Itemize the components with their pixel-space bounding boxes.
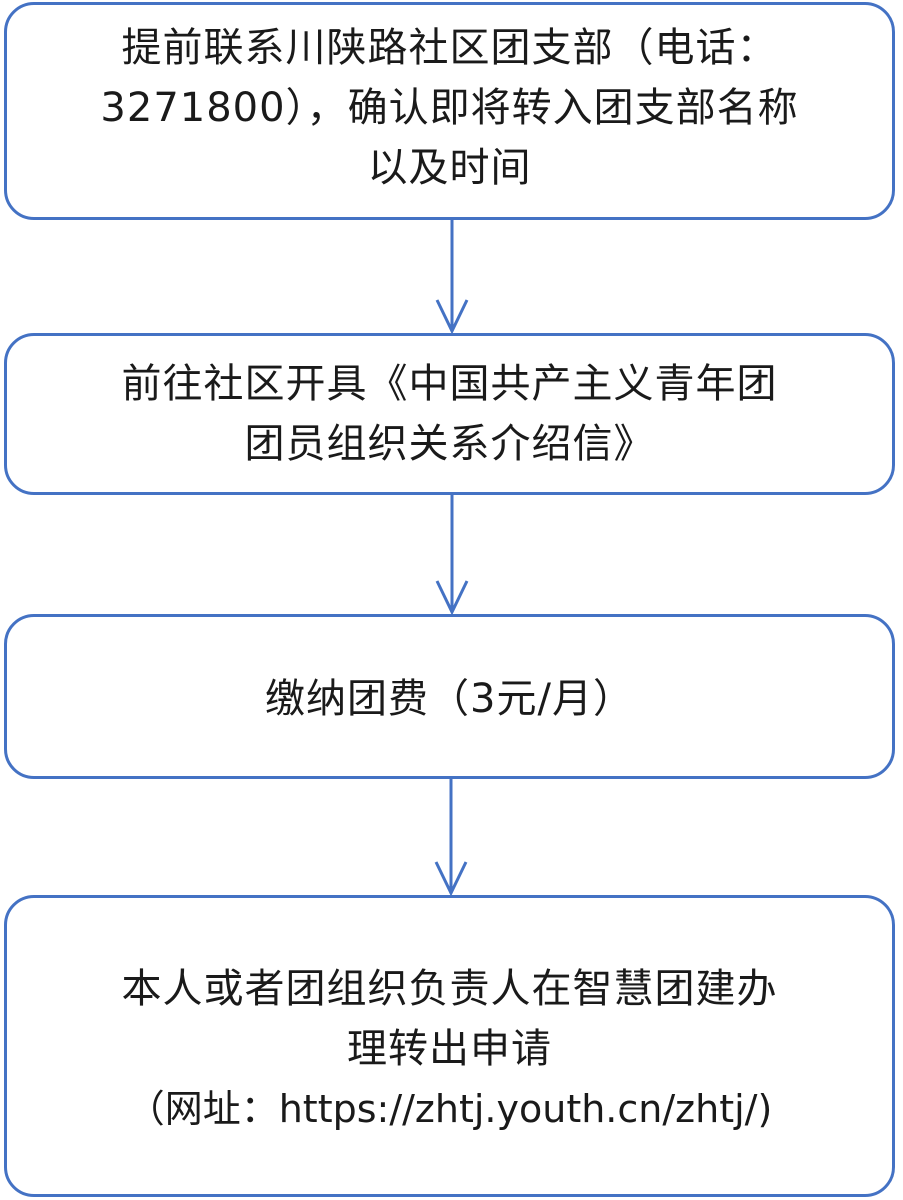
flow-step-pay-fee: 缴纳团费（3元/月） [4, 614, 895, 779]
flow-step-apply-transfer: 本人或者团组织负责人在智慧团建办 理转出申请 （网址：https://zhtj.… [4, 895, 895, 1197]
step-text-line: 本人或者团组织负责人在智慧团建办 [121, 966, 778, 1012]
step-text-line: 缴纳团费（3元/月） [265, 675, 634, 722]
flow-step-contact-branch: 提前联系川陕路社区团支部（电话： 3271800），确认即将转入团支部名称 以及… [4, 2, 895, 220]
flow-step-get-letter: 前往社区开具《中国共产主义青年团 团员组织关系介绍信》 [4, 333, 895, 495]
step-text-line: 提前联系川陕路社区团支部（电话： [121, 25, 778, 71]
step-text-line: 前往社区开具《中国共产主义青年团 [121, 361, 778, 407]
website-url-text: （网址：https://zhtj.youth.cn/zhtj/) [126, 1087, 773, 1131]
arrow-down-icon [0, 493, 903, 617]
step-text-line: 以及时间 [367, 145, 532, 191]
arrow-down-icon [0, 777, 903, 898]
step-text-line: 3271800），确认即将转入团支部名称 [100, 85, 799, 131]
step-text-line: 理转出申请 [347, 1026, 552, 1072]
arrow-down-icon [0, 218, 903, 336]
step-text-line: 团员组织关系介绍信》 [244, 421, 655, 467]
